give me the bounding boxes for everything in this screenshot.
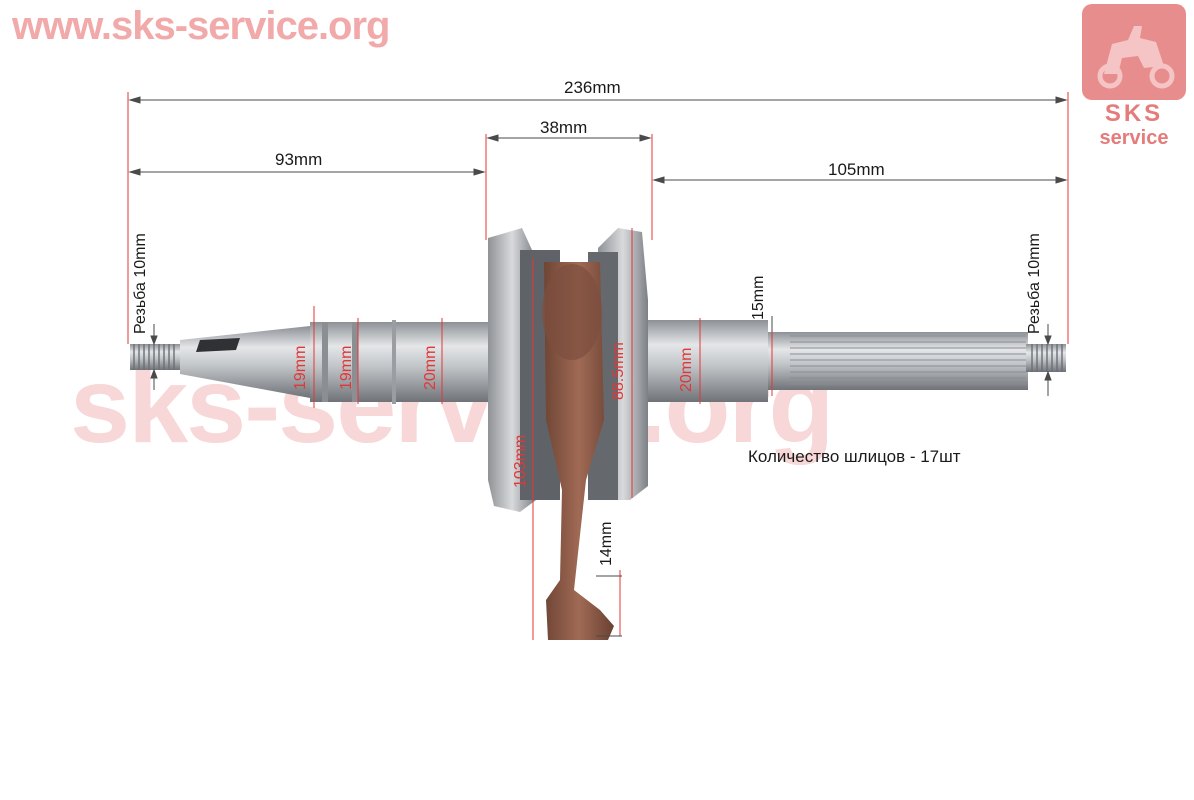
dim-diam-right: 20mm xyxy=(678,347,695,392)
dim-thread-left: Резьба 10mm xyxy=(132,233,149,334)
dim-rod-small-end: 14mm xyxy=(598,521,615,566)
connecting-rod xyxy=(542,262,614,640)
dimension-arrows xyxy=(128,96,1068,637)
left-taper xyxy=(180,326,310,398)
logo-text-service: service xyxy=(1099,127,1169,149)
dim-diam-3: 20mm xyxy=(422,345,439,390)
dim-thread-right: Резьба 10mm xyxy=(1026,233,1043,334)
right-thread xyxy=(1026,344,1066,372)
dim-diam-1: 19mm xyxy=(292,345,309,390)
dim-web-diameter: 103mm xyxy=(512,434,529,488)
left-shaft xyxy=(310,322,490,402)
dim-total-length: 236mm xyxy=(564,78,621,97)
logo-text-sks: SKS xyxy=(1104,100,1164,127)
dim-web-width: 38mm xyxy=(540,118,588,137)
dim-web-inner: 88.5mm xyxy=(610,342,627,400)
dim-left-length: 93mm xyxy=(275,150,323,169)
sks-logo: SKS service xyxy=(1082,4,1186,148)
site-url-watermark: www.sks-service.org xyxy=(12,4,390,48)
dim-right-length: 105mm xyxy=(828,160,885,179)
dim-diam-2: 19mm xyxy=(338,345,355,390)
scooter-icon xyxy=(1082,4,1186,100)
dim-spline-diam: 15mm xyxy=(750,275,767,320)
spline-count-note: Количество шлицов - 17шт xyxy=(748,447,961,466)
right-shaft xyxy=(648,320,768,402)
left-thread xyxy=(130,344,180,370)
dimension-lines xyxy=(127,92,1069,640)
spline-section xyxy=(768,332,1028,390)
